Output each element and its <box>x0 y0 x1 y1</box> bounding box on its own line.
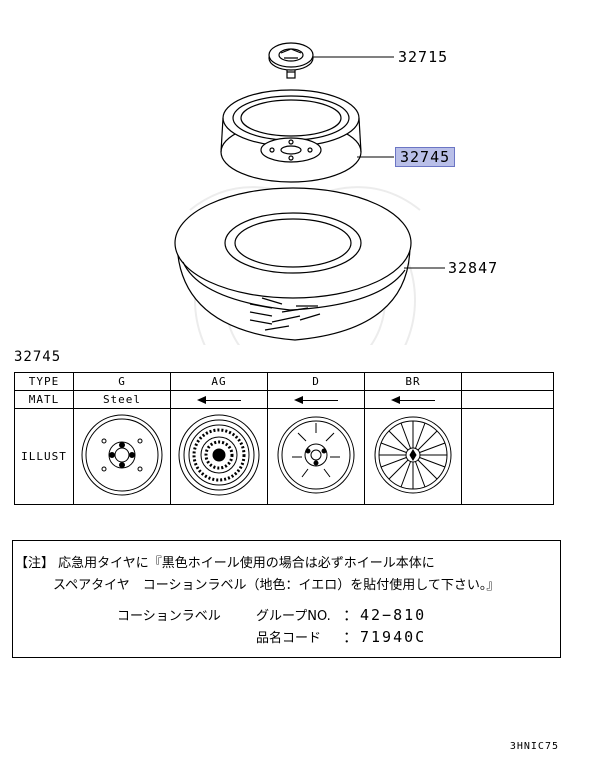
row-label-illust: ILLUST <box>14 408 74 505</box>
callout-tire: 32847 <box>448 259 499 277</box>
matl-cell <box>267 390 365 409</box>
row-label-type: TYPE <box>14 372 74 391</box>
table-row-type: TYPE G AG D BR <box>14 372 554 391</box>
type-cell: G <box>73 372 171 391</box>
illust-cell <box>170 408 268 505</box>
empty-cell <box>461 372 554 391</box>
table-row-matl: MATL Steel <box>14 390 554 409</box>
matl-cell <box>170 390 268 409</box>
spoke-cover-wheel-icon <box>374 416 452 494</box>
alloy-wheel-icon <box>178 414 260 496</box>
same-as-left-arrow-icon <box>294 395 338 405</box>
illust-cell <box>73 408 171 505</box>
table-row-illust: ILLUST <box>14 408 554 505</box>
exploded-view <box>174 42 445 345</box>
illust-cell <box>267 408 365 505</box>
caution-label-title: コーションラベル <box>117 609 221 624</box>
wheel-part <box>220 89 362 183</box>
row-label-matl: MATL <box>14 390 74 409</box>
group-no-key: グループNO. <box>256 609 331 624</box>
note-line-1: 【注】 応急用タイヤに『黒色ホイール使用の場合は必ずホイール本体に <box>15 556 435 571</box>
type-cell: AG <box>170 372 268 391</box>
note-line-2: スペアタイヤ コーションラベル（地色：イエロ）を貼付使用して下さい。』 <box>53 578 500 593</box>
same-as-left-arrow-icon <box>197 395 241 405</box>
matl-cell <box>364 390 462 409</box>
hub-bolt-part <box>268 42 314 79</box>
empty-cell <box>461 390 554 409</box>
type-cell: D <box>267 372 365 391</box>
type-cell: BR <box>364 372 462 391</box>
tire-part <box>174 187 412 341</box>
same-as-left-arrow-icon <box>391 395 435 405</box>
caution-note: 【注】 応急用タイヤに『黒色ホイール使用の場合は必ずホイール本体に スペアタイヤ… <box>12 540 561 658</box>
diagram-code: 3HNIC75 <box>509 741 559 752</box>
part-code-value: ：71940C <box>343 628 427 646</box>
part-code-key: 品名コード <box>256 631 322 646</box>
group-no-value: ：42−810 <box>343 606 427 624</box>
table-title: 32745 <box>14 349 62 365</box>
disc-wheel-icon <box>277 416 355 494</box>
illust-cell <box>364 408 462 505</box>
empty-cell <box>461 408 554 505</box>
steel-wheel-icon <box>81 414 163 496</box>
matl-cell: Steel <box>73 390 171 409</box>
wheel-spec-table: TYPE G AG D BR MATL Steel ILLUST <box>14 372 554 505</box>
callout-wheel: 32745 <box>395 147 456 167</box>
callout-hub-bolt: 32715 <box>398 48 449 66</box>
